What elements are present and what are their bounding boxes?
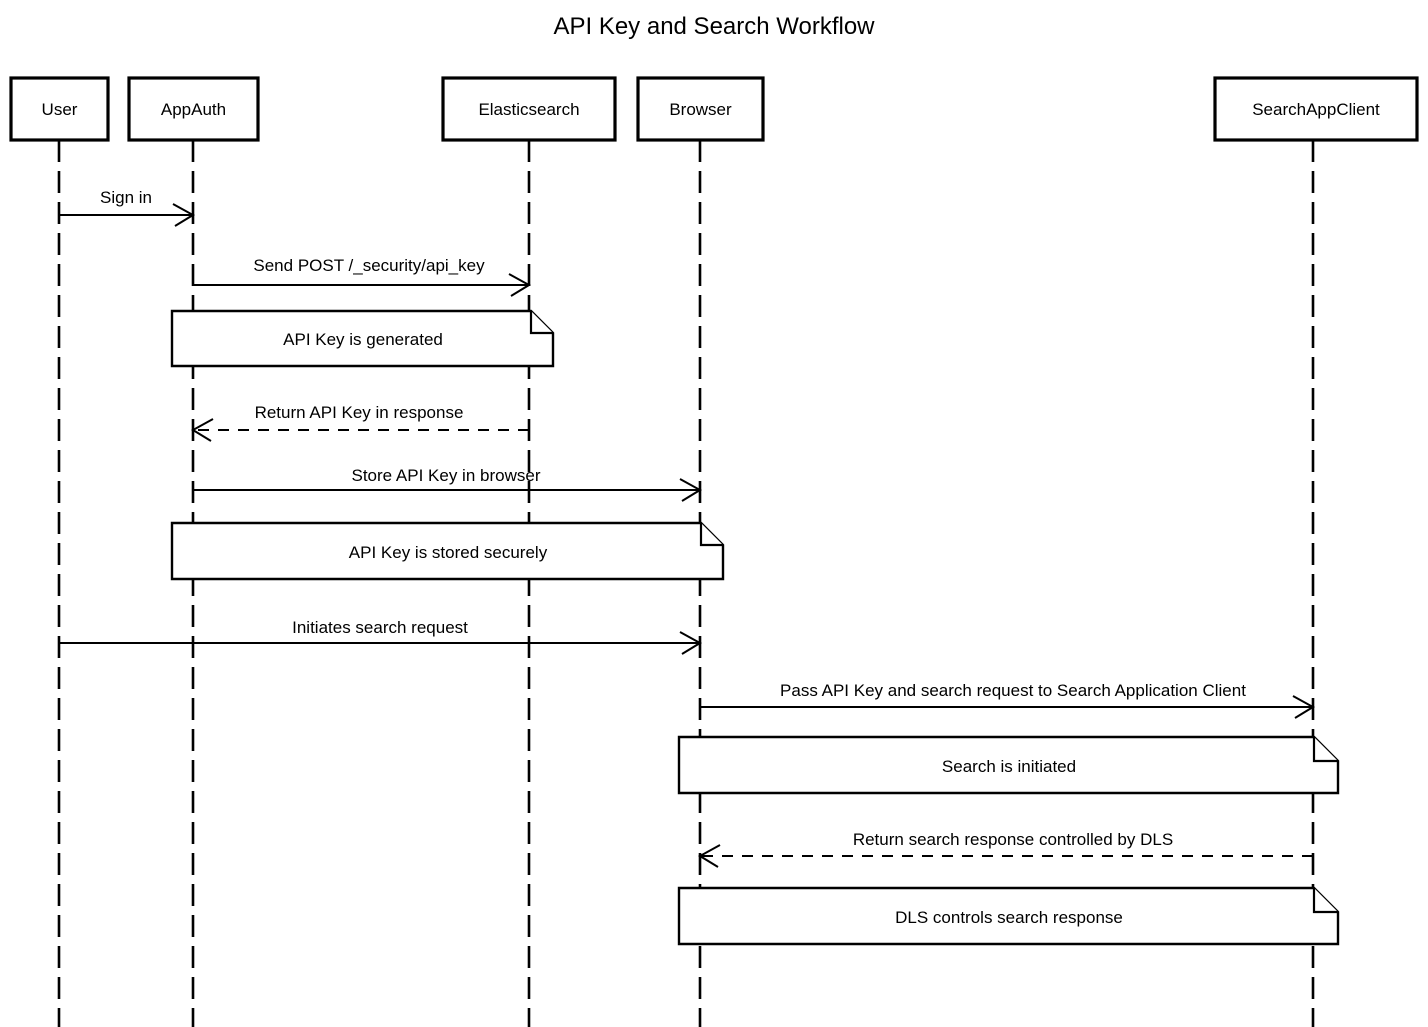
note-n1: API Key is generated <box>170 309 555 368</box>
note-n2: API Key is stored securely <box>170 521 725 581</box>
messages-layer: Sign in Send POST /_security/api_keyRetur… <box>59 188 1315 868</box>
note-n3: Search is initiated <box>677 735 1340 795</box>
participant-label: Browser <box>669 100 732 119</box>
participant-appauth[interactable]: AppAuth <box>127 76 260 142</box>
arrowhead-left <box>191 418 214 442</box>
participant-box <box>9 76 110 142</box>
message-label: Store API Key in browser <box>352 466 541 485</box>
arrowhead-right <box>172 203 195 227</box>
note-body <box>170 309 555 368</box>
note-label: API Key is stored securely <box>349 543 548 562</box>
message-label: Return API Key in response <box>255 403 464 422</box>
arrowhead-left <box>698 844 721 868</box>
participant-browser[interactable]: Browser <box>636 76 765 142</box>
note-n4: DLS controls search response <box>677 886 1340 946</box>
note-fold-corner <box>1312 888 1338 914</box>
participant-sac[interactable]: SearchAppClient <box>1213 76 1419 142</box>
message-m2[interactable]: Send POST /_security/api_key <box>193 256 531 297</box>
participant-label: SearchAppClient <box>1252 100 1380 119</box>
note-fold-corner <box>699 523 723 547</box>
message-m5[interactable]: Initiates search request <box>59 618 702 655</box>
participant-box <box>636 76 765 142</box>
arrowhead-right <box>1292 695 1315 719</box>
participant-label: AppAuth <box>161 100 226 119</box>
message-label: Initiates search request <box>292 618 468 637</box>
message-label: Return search response controlled by DLS <box>853 830 1173 849</box>
note-fold-corner <box>529 311 553 335</box>
note-body <box>677 735 1340 795</box>
message-label: Send POST /_security/api_key <box>253 256 485 275</box>
note-label: API Key is generated <box>283 330 443 349</box>
participant-es[interactable]: Elasticsearch <box>441 76 617 142</box>
arrowhead-right <box>679 631 702 655</box>
participants-layer: User AppAuth Elasticsearch Browser SearchApp… <box>9 76 1419 142</box>
participant-box <box>1213 76 1419 142</box>
participant-box <box>441 76 617 142</box>
note-label: DLS controls search response <box>895 908 1123 927</box>
message-m3[interactable]: Return API Key in response <box>191 403 529 442</box>
lifelines-layer <box>57 140 1315 1027</box>
message-label: Sign in <box>100 188 152 207</box>
note-fold-corner <box>1312 737 1338 763</box>
participant-box <box>127 76 260 142</box>
note-body <box>170 521 725 581</box>
message-m4[interactable]: Store API Key in browser <box>193 466 702 502</box>
participant-label: Elasticsearch <box>478 100 579 119</box>
note-body <box>677 886 1340 946</box>
message-label: Pass API Key and search request to Searc… <box>780 681 1246 700</box>
message-m1[interactable]: Sign in <box>59 188 195 227</box>
participant-user[interactable]: User <box>9 76 110 142</box>
diagram-title: API Key and Search Workflow <box>553 13 875 40</box>
message-m7[interactable]: Return search response controlled by DLS <box>698 830 1313 868</box>
message-m6[interactable]: Pass API Key and search request to Searc… <box>700 681 1315 719</box>
arrowhead-right <box>508 273 531 297</box>
arrowhead-right <box>679 478 702 502</box>
participant-label: User <box>42 100 78 119</box>
note-label: Search is initiated <box>942 757 1076 776</box>
